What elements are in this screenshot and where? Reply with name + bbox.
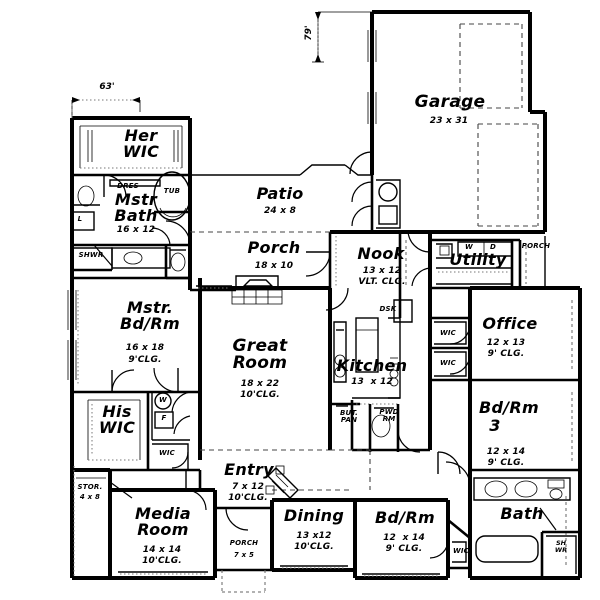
floor-plan-linework: .w {stroke:#000;stroke-width:4;fill:none… (67, 10, 582, 593)
floor-plan-canvas: .w {stroke:#000;stroke-width:4;fill:none… (67, 10, 582, 593)
